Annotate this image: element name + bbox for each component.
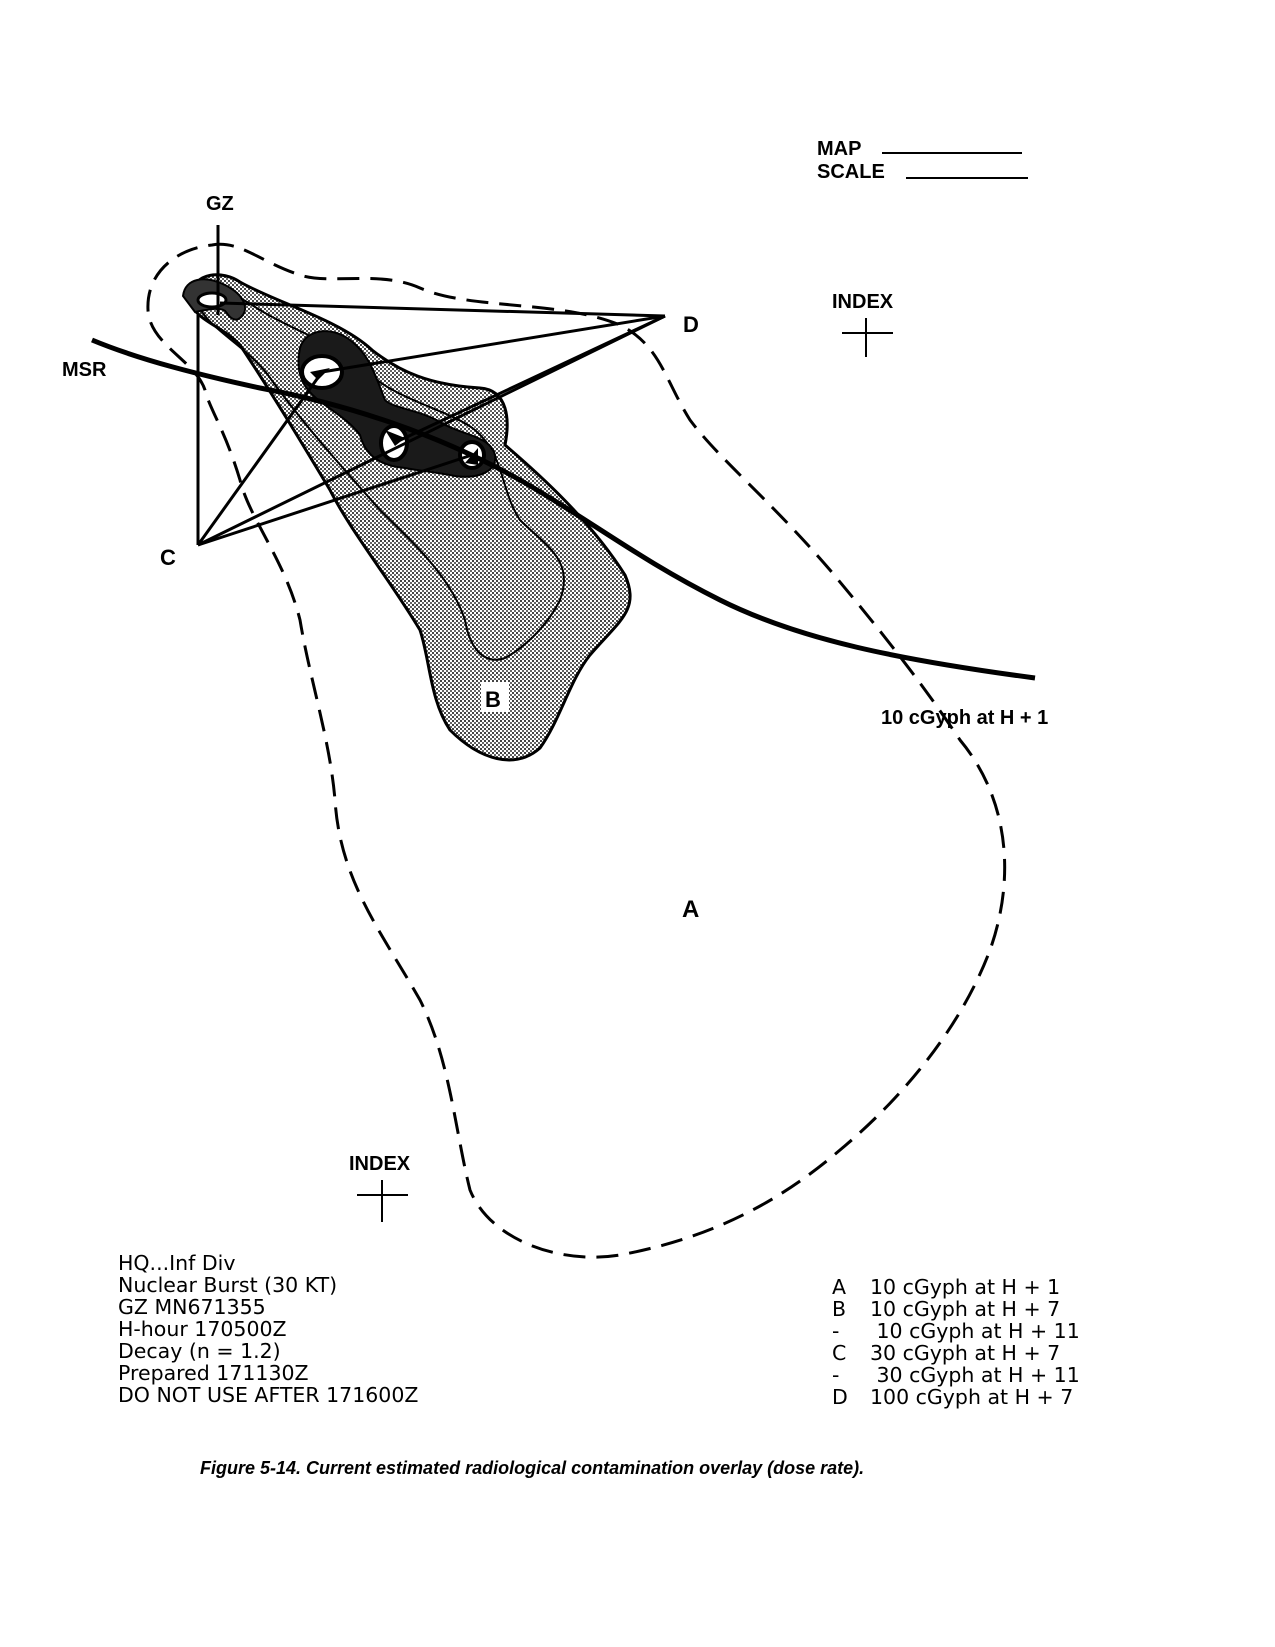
legend-text: 10 cGyph at H + 7 <box>870 1297 1061 1321</box>
contour-a-label: 10 cGyph at H + 1 <box>881 707 1048 729</box>
info-line: Prepared 171130Z <box>118 1361 309 1385</box>
legend-row: D 100 cGyph at H + 7 <box>832 1386 1080 1408</box>
survey-lines <box>196 301 666 547</box>
legend-code: A <box>832 1275 847 1299</box>
msr-label: MSR <box>62 359 107 381</box>
legend-row: B 10 cGyph at H + 7 <box>832 1298 1080 1320</box>
msr-route <box>91 337 1036 681</box>
legend-code: C <box>832 1341 847 1365</box>
legend-code: - <box>832 1319 840 1343</box>
info-line: H-hour 170500Z <box>118 1317 287 1341</box>
point-d-label: D <box>683 312 699 337</box>
info-line: DO NOT USE AFTER 171600Z <box>118 1383 419 1407</box>
legend-text: 10 cGyph at H + 1 <box>870 1275 1061 1299</box>
legend-code: D <box>832 1385 848 1409</box>
figure-caption: Figure 5-14. Current estimated radiologi… <box>200 1458 865 1478</box>
region-a-label: A <box>682 896 699 923</box>
info-line: Nuclear Burst (30 KT) <box>118 1273 338 1297</box>
legend-text: 10 cGyph at H + 11 <box>870 1319 1080 1343</box>
info-line: HQ...Inf Div <box>118 1251 236 1275</box>
legend-row: A 10 cGyph at H + 1 <box>832 1276 1080 1298</box>
legend: A 10 cGyph at H + 1 B 10 cGyph at H + 7 … <box>832 1276 1080 1408</box>
gz-label: GZ <box>206 193 234 215</box>
legend-text: 100 cGyph at H + 7 <box>870 1385 1074 1409</box>
label-b-box <box>481 682 509 712</box>
index-label-bottom: INDEX <box>349 1153 411 1175</box>
legend-row: - 10 cGyph at H + 11 <box>832 1320 1080 1342</box>
legend-code: - <box>832 1363 840 1387</box>
point-c-label: C <box>160 545 176 570</box>
contour-a-dashed <box>146 242 1007 1259</box>
info-line: GZ MN671355 <box>118 1295 266 1319</box>
legend-row: - 30 cGyph at H + 11 <box>832 1364 1080 1386</box>
index-label-top: INDEX <box>832 291 894 313</box>
hotspot-gz <box>196 291 228 309</box>
legend-text: 30 cGyph at H + 7 <box>870 1341 1061 1365</box>
legend-text: 30 cGyph at H + 11 <box>870 1363 1080 1387</box>
region-b-label: B <box>485 687 501 712</box>
legend-row: C 30 cGyph at H + 7 <box>832 1342 1080 1364</box>
index-mark-bottom-icon <box>357 1180 408 1222</box>
legend-code: B <box>832 1297 847 1321</box>
map-label: MAP <box>817 138 861 160</box>
hotspot-2-mark <box>385 430 405 446</box>
scale-label: SCALE <box>817 161 885 183</box>
info-block: HQ...Inf Div Nuclear Burst (30 KT) GZ MN… <box>118 1252 418 1406</box>
info-line: Decay (n = 1.2) <box>118 1339 281 1363</box>
index-mark-top-icon <box>842 318 893 357</box>
